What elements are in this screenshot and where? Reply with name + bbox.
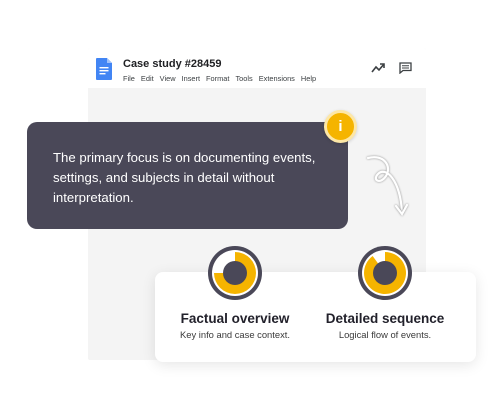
menu-bar: File Edit View Insert Format Tools Exten… xyxy=(123,74,316,83)
menu-format[interactable]: Format xyxy=(206,74,230,83)
detailed-sequence-description: Logical flow of events. xyxy=(338,329,432,340)
menu-edit[interactable]: Edit xyxy=(140,74,154,83)
menu-file[interactable]: File xyxy=(123,74,135,83)
document-header: Case study #28459 File Edit View Insert … xyxy=(88,48,426,88)
factual-overview-label: Factual overview xyxy=(180,311,290,326)
curvy-arrow-icon xyxy=(366,156,409,217)
menu-tools[interactable]: Tools xyxy=(235,74,253,83)
factual-overview-description: Key info and case context. xyxy=(180,329,290,340)
factual-overview-progress-ring xyxy=(208,246,262,300)
menu-insert[interactable]: Insert xyxy=(181,74,201,83)
menu-help[interactable]: Help xyxy=(300,74,317,83)
detailed-sequence-progress-ring xyxy=(358,246,412,300)
stats-card xyxy=(155,272,476,362)
menu-extensions[interactable]: Extensions xyxy=(258,74,295,83)
google-docs-icon[interactable] xyxy=(96,58,112,80)
info-icon[interactable]: i xyxy=(324,110,357,143)
comment-icon[interactable] xyxy=(399,62,412,74)
focus-tooltip-text: The primary focus is on documenting even… xyxy=(53,150,316,205)
document-title[interactable]: Case study #28459 xyxy=(123,58,222,70)
menu-view[interactable]: View xyxy=(159,74,176,83)
trending-up-icon[interactable] xyxy=(371,62,385,74)
detailed-sequence-label: Detailed sequence xyxy=(325,311,445,326)
focus-tooltip: The primary focus is on documenting even… xyxy=(27,122,348,229)
